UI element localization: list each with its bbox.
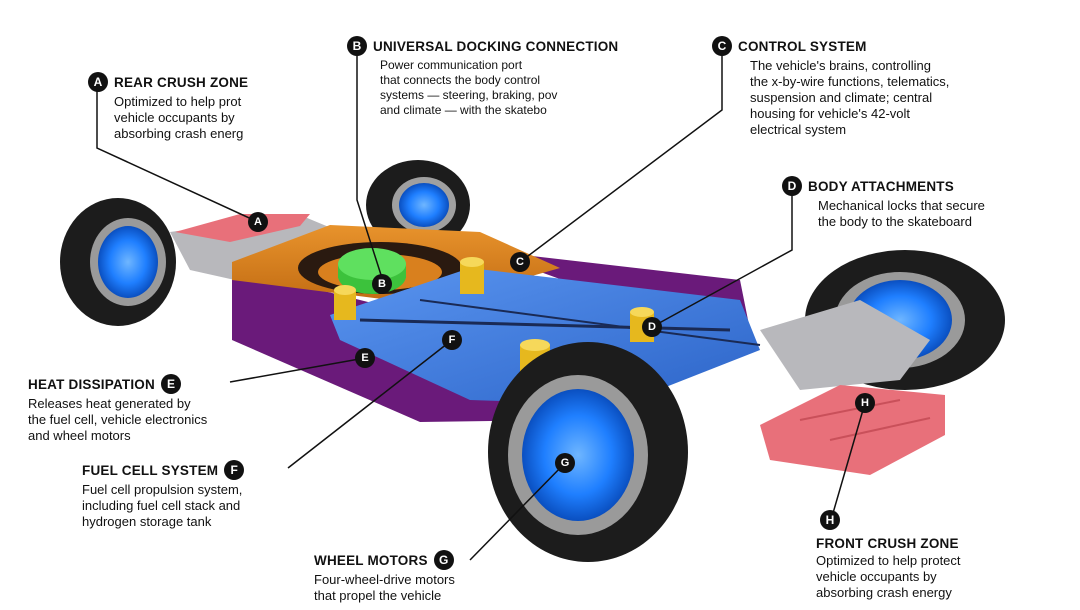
callout-universal-docking-connection: B UNIVERSAL DOCKING CONNECTION Power com… [347,36,618,118]
callout-rear-crush-zone: A REAR CRUSH ZONE Optimized to help prot… [88,72,248,142]
svg-text:A: A [254,216,262,228]
wheel-rear-right [366,160,470,250]
callout-b-line: Power communication port [380,58,523,72]
callout-g-title: WHEEL MOTORS [314,552,428,568]
callout-h-title: FRONT CRUSH ZONE [816,536,959,551]
front-frame [760,300,930,390]
callout-a-title: REAR CRUSH ZONE [114,74,249,90]
callout-a-line: vehicle occupants by [114,110,235,125]
callout-a-line: absorbing crash energ [114,126,244,141]
callout-c-line: suspension and climate; central [750,90,933,105]
svg-text:D: D [648,321,656,333]
svg-text:E: E [361,352,368,364]
callout-body-attachments: D BODY ATTACHMENTS Mechanical locks that… [782,176,985,230]
svg-text:C: C [516,256,524,268]
callout-e-badge: E [160,374,181,394]
callout-h-line: absorbing crash energy [816,585,952,600]
callout-g-badge: G [433,550,454,570]
callout-b-line: and climate — with the skatebo [380,103,547,117]
callout-h-line: vehicle occupants by [816,569,937,584]
diagram-markers: A B C D E F G H [248,212,875,473]
callout-c-line: electrical system [750,122,847,137]
leader-lines [96,52,866,561]
callout-e-line: the fuel cell, vehicle electronics [28,412,208,427]
callout-control-system: C CONTROL SYSTEM The vehicle's brains, c… [712,36,949,138]
callout-f-line: hydrogen storage tank [82,514,212,529]
callout-g-line: that propel the vehicle [314,588,442,603]
callout-d-line: the body to the skateboard [818,214,972,229]
wheel-front-left [488,342,688,562]
callout-c-line: the x-by-wire functions, telematics, [750,74,950,89]
callout-wheel-motors: WHEEL MOTORS G Four-wheel-drive motors t… [314,550,455,604]
callout-e-title: HEAT DISSIPATION [28,376,155,392]
callout-a-line: Optimized to help prot [114,94,242,109]
callout-h-line: Optimized to help protect [816,553,961,568]
svg-text:B: B [378,278,386,290]
callout-e-line: Releases heat generated by [28,396,191,411]
callout-d-title: BODY ATTACHMENTS [808,178,954,194]
svg-text:G: G [561,457,570,469]
callout-d-badge: D [782,176,802,196]
callout-f-line: Fuel cell propulsion system, [82,482,243,497]
rear-crush-zone [175,214,310,242]
callout-b-title: UNIVERSAL DOCKING CONNECTION [373,38,619,54]
callout-b-line: that connects the body control [380,73,541,87]
callout-d-line: Mechanical locks that secure [818,198,985,213]
callout-c-line: housing for vehicle's 42-volt [750,106,911,121]
callout-c-title: CONTROL SYSTEM [738,38,867,54]
callout-front-crush-zone: H FRONT CRUSH ZONE Optimized to help pro… [816,510,961,601]
wheel-rear-left [60,198,176,326]
callout-h-badge: H [820,510,840,530]
callout-f-title: FUEL CELL SYSTEM [82,462,219,478]
callout-b-line: systems — steering, braking, pov [380,88,558,102]
callout-fuel-cell-system: FUEL CELL SYSTEM F Fuel cell propulsion … [82,460,245,530]
front-crush-zone [760,385,945,475]
callout-e-line: and wheel motors [28,428,131,443]
callout-c-line: The vehicle's brains, controlling [750,58,931,73]
callout-a-badge: A [88,72,108,92]
callout-f-line: including fuel cell stack and [82,498,241,513]
callout-c-badge: C [712,36,732,56]
svg-text:H: H [861,397,869,409]
callout-g-line: Four-wheel-drive motors [314,572,455,587]
callout-b-badge: B [347,36,367,56]
callout-heat-dissipation: HEAT DISSIPATION E Releases heat generat… [28,374,207,444]
callout-f-badge: F [224,460,245,480]
body-attachment-posts [334,257,654,383]
svg-text:F: F [449,334,456,346]
